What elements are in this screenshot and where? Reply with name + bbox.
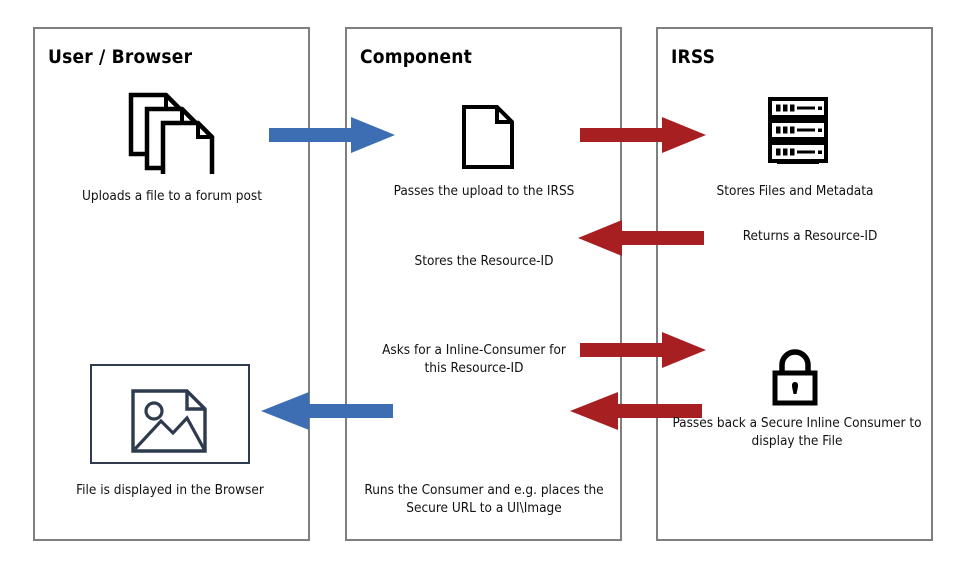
caption-stores-files: Stores Files and Metadata [716, 183, 874, 199]
arrow-irss-passes-consumer [570, 392, 702, 430]
document-stack-icon [128, 92, 220, 174]
lane-title-component: Component [360, 46, 472, 68]
caption-returns-resource-id: Returns a Resource-ID [742, 228, 878, 244]
caption-runs-consumer: Runs the Consumer and e.g. places the Se… [364, 482, 604, 516]
image-placeholder-icon [131, 389, 209, 453]
server-rack-icon [767, 97, 829, 167]
arrow-upload-to-component [269, 117, 395, 153]
caption-passes-upload: Passes the upload to the IRSS [393, 183, 575, 199]
caption-file-displayed: File is displayed in the Browser [76, 482, 264, 498]
caption-uploads-file: Uploads a file to a forum post [81, 188, 263, 204]
arrow-irss-returns-resource-id [578, 220, 704, 256]
arrow-component-asks-consumer [580, 332, 706, 368]
lock-icon [769, 349, 821, 409]
caption-passes-back-consumer: Passes back a Secure Inline Consumer to … [672, 415, 922, 449]
caption-stores-resource-id: Stores the Resource-ID [414, 253, 554, 269]
lane-title-user-browser: User / Browser [48, 46, 193, 68]
lane-title-irss: IRSS [671, 46, 716, 68]
document-icon [461, 104, 515, 170]
arrow-component-to-browser-display [261, 392, 393, 430]
caption-asks-inline-consumer: Asks for a Inline-Consumer for this Reso… [382, 342, 566, 376]
arrow-component-to-irss-store [580, 117, 706, 153]
